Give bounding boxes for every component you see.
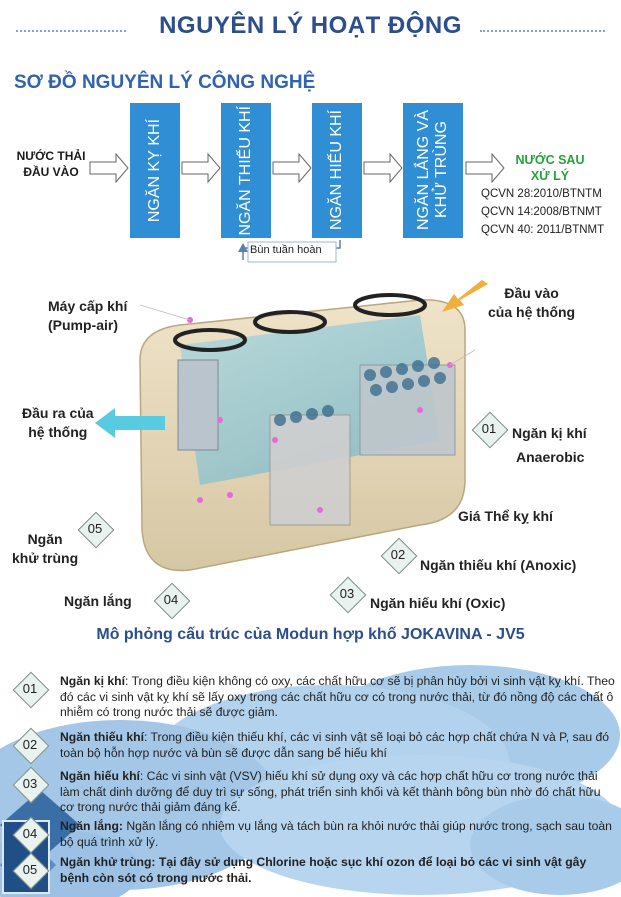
flow-input-label: NƯỚC THẢI ĐẦU VÀO [6, 148, 96, 180]
badge-01: 01 [471, 411, 509, 449]
stage-settling-label: NGĂN LẮNG VÀ KHỬ TRÙNG [415, 110, 450, 231]
outlet-line2: hệ thống [28, 424, 88, 440]
inlet-arrow-icon [442, 280, 488, 312]
description-oxic: Ngăn hiếu khí: Các vi sinh vật (VSV) hiế… [60, 769, 615, 816]
description-anaerobic: Ngăn kị khí: Trong điều kiện không có ox… [60, 674, 615, 721]
desc-badge-04-number: 04 [22, 826, 38, 841]
oxic-label: Ngăn hiếu khí (Oxic) [370, 595, 506, 611]
inlet-line1: Đầu vào [504, 285, 559, 301]
badge-03-number: 03 [339, 586, 355, 601]
flow-arrows [89, 152, 505, 263]
figure-caption: Mô phỏng cấu trúc của Modun hợp khố JOKA… [96, 626, 525, 643]
desc-title-disinfection: Ngăn khử trùng: [60, 855, 156, 869]
outlet-line1: Đầu ra của [22, 405, 94, 421]
section-title: SƠ ĐỒ NGUYÊN LÝ CÔNG NGHỆ [14, 72, 316, 93]
badge-05-number: 05 [87, 521, 103, 536]
flow-input-line2: ĐẦU VÀO [23, 165, 79, 179]
desc-badge-03-number: 03 [22, 776, 38, 791]
standard-2: QCVN 14:2008/BTNMT [481, 206, 602, 218]
settling-label: Ngăn lắng [64, 593, 132, 609]
badge-04-number: 04 [163, 592, 179, 607]
pump-air-line2: (Pump-air) [48, 317, 118, 333]
desc-badge-05-number: 05 [22, 862, 38, 877]
arrow-right-icon [89, 152, 129, 184]
anoxic-label: Ngăn thiếu khí (Anoxic) [420, 557, 577, 573]
stage-anoxic: NGĂN THIẾU KHÍ [221, 103, 271, 238]
description-disinfection: Ngăn khử trùng: Tại đây sử dụng Chlorine… [60, 855, 615, 886]
desc-title-anaerobic: Ngăn kị khí [60, 674, 126, 688]
tank-illustration [139, 293, 476, 572]
stage-anaerobic: NGĂN KỴ KHÍ [130, 103, 180, 238]
desc-badge-02-number: 02 [22, 737, 38, 752]
pump-air-line1: Máy cấp khí [48, 298, 128, 314]
title-line-right [480, 30, 605, 32]
stage-anoxic-label: NGĂN THIẾU KHÍ [237, 105, 254, 236]
desc-text-settling: Ngăn lắng có nhiệm vụ lắng và tách bùn r… [60, 819, 612, 849]
media-label: Giá Thể kỵ khí [458, 508, 553, 524]
badge-01-number: 01 [481, 421, 497, 436]
stage-oxic-label: NGĂN HIẾU KHÍ [328, 110, 345, 231]
desc-title-oxic: Ngăn hiếu khí [60, 769, 140, 783]
desc-badge-01-number: 01 [22, 681, 38, 696]
disinfection-label: Ngăn khử trùng [12, 530, 78, 568]
arrow-right-icon [363, 152, 403, 184]
outlet-label: Đầu ra của hệ thống [22, 404, 94, 442]
arrow-right-icon [181, 152, 221, 184]
flow-output-line2: XỬ LÝ [530, 169, 570, 183]
stage-oxic: NGĂN HIẾU KHÍ [312, 103, 362, 238]
desc-badge-05: 05 [12, 852, 50, 890]
desc-text-anoxic: : Trong điều kiện thiếu khí, các vi sinh… [60, 730, 610, 760]
desc-badge-03: 03 [12, 766, 50, 804]
desc-badge-02: 02 [12, 727, 50, 765]
disinfection-line2: khử trùng [12, 550, 79, 566]
page-title: NGUYÊN LÝ HOẠT ĐỘNG [159, 12, 462, 39]
badge-02: 02 [380, 537, 418, 575]
badge-02-number: 02 [390, 547, 406, 562]
inlet-label: Đầu vào của hệ thống [488, 284, 575, 322]
arrow-up-icon [238, 243, 248, 252]
disinfection-line1: Ngăn [27, 531, 63, 547]
arrow-right-icon [272, 152, 312, 184]
badge-04: 04 [153, 582, 191, 620]
flow-output-line1: NƯỚC SAU [515, 153, 585, 167]
flow-input-line1: NƯỚC THẢI [16, 149, 86, 163]
pump-air-label: Máy cấp khí (Pump-air) [48, 297, 127, 335]
badge-05: 05 [77, 511, 115, 549]
flow-output-label: NƯỚC SAU XỬ LÝ [500, 152, 600, 184]
anaerobic-en-label: Anaerobic [516, 449, 585, 465]
title-line-left [16, 30, 126, 32]
desc-badge-04: 04 [12, 816, 50, 854]
standard-1: QCVN 28:2010/BTNTM [481, 188, 602, 200]
description-anoxic: Ngăn thiếu khí: Trong điều kiện thiếu kh… [60, 730, 615, 761]
stage-settling-disinfection: NGĂN LẮNG VÀ KHỬ TRÙNG [403, 103, 463, 238]
arrow-right-icon [465, 152, 505, 184]
desc-text-oxic: : Các vi sinh vật (VSV) hiếu khí sử dụng… [60, 769, 601, 814]
desc-title-settling: Ngăn lắng: [60, 819, 123, 833]
recirculation-label: Bùn tuần hoàn [250, 244, 322, 256]
desc-text-anaerobic: : Trong điều kiện không có oxy, các chất… [60, 674, 615, 719]
inlet-line2: của hệ thống [488, 304, 576, 320]
desc-text-disinfection: Tại đây sử dụng Chlorine hoặc sục khí oz… [60, 855, 587, 885]
stage-anaerobic-label: NGĂN KỴ KHÍ [146, 118, 163, 223]
desc-title-anoxic: Ngăn thiếu khí [60, 730, 144, 744]
standard-3: QCVN 40: 2011/BTNMT [481, 224, 605, 236]
badge-03: 03 [329, 576, 367, 614]
desc-badge-01: 01 [12, 671, 50, 709]
anaerobic-label: Ngăn kị khí [512, 425, 587, 441]
outlet-arrow-icon [95, 408, 165, 438]
description-settling: Ngăn lắng: Ngăn lắng có nhiệm vụ lắng và… [60, 819, 615, 850]
